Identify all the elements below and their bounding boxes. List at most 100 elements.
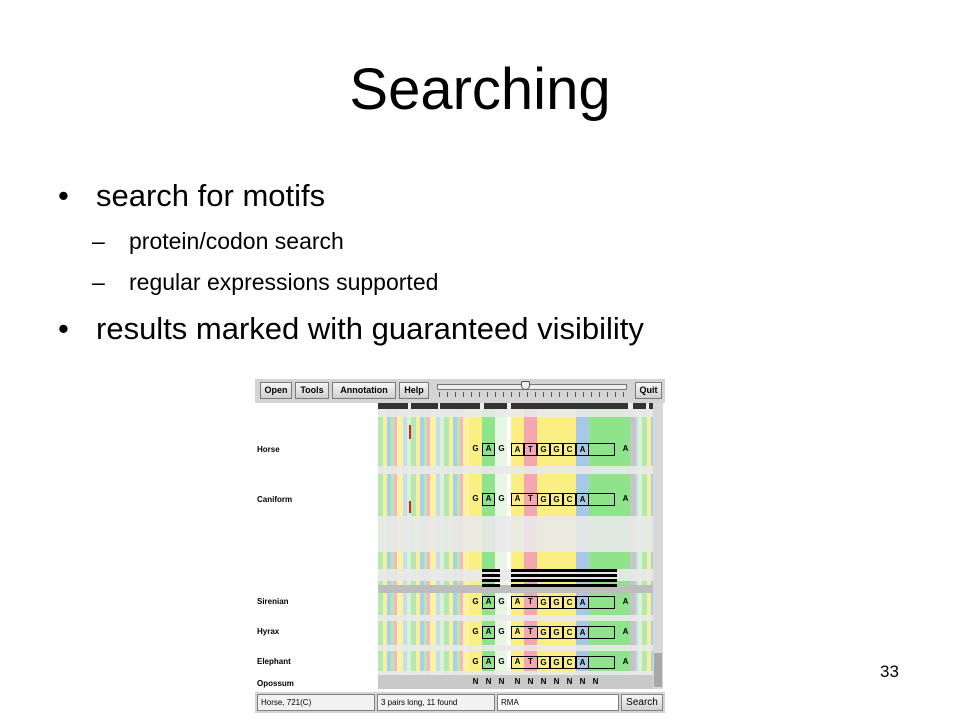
- vertical-scrollbar[interactable]: [653, 403, 663, 689]
- base: G: [537, 596, 550, 609]
- base: G: [472, 627, 479, 636]
- collapsed-line: [482, 569, 500, 572]
- bullet-search-motifs: •search for motifs: [58, 178, 325, 214]
- match-box: [482, 596, 495, 609]
- base: G: [537, 626, 550, 639]
- search-button[interactable]: Search: [621, 694, 663, 711]
- bullet-glyph: •: [58, 311, 69, 346]
- sequence-label-caniform[interactable]: Caniform: [257, 495, 293, 504]
- sequence-label-hyrax[interactable]: Hyrax: [257, 627, 280, 636]
- base: G: [550, 656, 563, 669]
- sub-bullet-regex: –regular expressions supported: [92, 268, 438, 296]
- bullet-text: results marked with guaranteed visibilit…: [96, 311, 644, 346]
- base: G: [550, 626, 563, 639]
- base: N: [566, 677, 573, 686]
- row-separator: [378, 516, 663, 552]
- base: G: [472, 657, 479, 666]
- base: C: [563, 656, 576, 669]
- scrollbar-thumb[interactable]: [654, 653, 662, 687]
- page-number: 33: [880, 662, 899, 681]
- base: G: [472, 494, 479, 503]
- base: C: [563, 443, 576, 456]
- match-box: [482, 493, 495, 506]
- base: A: [514, 494, 521, 503]
- base: G: [498, 494, 505, 503]
- base: N: [472, 677, 479, 686]
- dash-glyph: –: [92, 228, 105, 254]
- base: A: [622, 444, 629, 453]
- base: G: [550, 443, 563, 456]
- overview-gap: [646, 403, 649, 409]
- base: G: [537, 656, 550, 669]
- base: G: [498, 597, 505, 606]
- overview-gap: [628, 403, 633, 409]
- search-input[interactable]: RMA: [497, 694, 619, 711]
- position-readout: Horse, 721(C): [257, 694, 375, 711]
- sequence-label-sirenian[interactable]: Sirenian: [257, 597, 289, 606]
- zoom-slider-thumb[interactable]: [521, 381, 530, 390]
- base: T: [524, 443, 537, 456]
- base: G: [537, 443, 550, 456]
- collapsed-line: [511, 584, 617, 587]
- base: C: [563, 493, 576, 506]
- base: A: [485, 657, 492, 666]
- sub-bullet-text: protein/codon search: [129, 228, 344, 254]
- base: T: [528, 597, 533, 606]
- annotation-button[interactable]: Annotation: [332, 382, 396, 399]
- sub-bullet-protein-codon: –protein/codon search: [92, 227, 344, 255]
- toolbar: Open Tools Annotation Help Quit: [255, 379, 665, 403]
- collapsed-line: [511, 574, 617, 577]
- base: G: [550, 493, 563, 506]
- base: G: [472, 444, 479, 453]
- sequence-label-elephant[interactable]: Elephant: [257, 657, 291, 666]
- base: N: [592, 677, 599, 686]
- base: A: [622, 627, 629, 636]
- sub-bullet-text: regular expressions supported: [129, 269, 439, 295]
- base: A: [576, 596, 589, 609]
- base: A: [485, 597, 492, 606]
- collapsed-group-band: [378, 585, 663, 593]
- bullet-glyph: •: [58, 178, 69, 213]
- match-box: [482, 626, 495, 639]
- base: T: [528, 657, 533, 666]
- sequence-label-horse[interactable]: Horse: [257, 445, 280, 454]
- bullet-results-visibility: • results marked with guaranteed visibili…: [58, 311, 644, 347]
- base: A: [576, 626, 589, 639]
- open-button[interactable]: Open: [260, 382, 292, 399]
- overview-gap: [438, 403, 440, 409]
- alignment-viewer-window: Open Tools Annotation Help Quit Horse Ca…: [255, 379, 665, 713]
- base: G: [498, 444, 505, 453]
- row-separator: [378, 466, 663, 474]
- zoom-slider-track[interactable]: [437, 384, 627, 390]
- zoom-slider-ticks: [439, 392, 625, 397]
- alignment-canvas[interactable]: G A G A T G G C A A G A G A T G G C A A: [378, 403, 663, 689]
- position-marker: [409, 425, 411, 439]
- sequence-labels: Horse Caniform Sirenian Hyrax Elephant O…: [255, 403, 378, 689]
- help-button[interactable]: Help: [399, 382, 429, 399]
- position-marker: [409, 501, 411, 513]
- search-result-readout: 3 pairs long, 11 found: [377, 694, 495, 711]
- match-box: [482, 656, 495, 669]
- row-separator: [378, 409, 663, 417]
- base: A: [485, 627, 492, 636]
- base: C: [563, 596, 576, 609]
- overview-bar[interactable]: [378, 403, 663, 409]
- base: A: [485, 444, 492, 453]
- tools-button[interactable]: Tools: [295, 382, 329, 399]
- base: A: [514, 657, 521, 666]
- base: N: [498, 677, 505, 686]
- base: N: [553, 677, 560, 686]
- base: A: [622, 494, 629, 503]
- quit-button[interactable]: Quit: [635, 382, 662, 399]
- row-separator: [378, 615, 663, 621]
- base: G: [472, 597, 479, 606]
- base: G: [498, 657, 505, 666]
- sequence-label-opossum[interactable]: Opossum: [257, 679, 294, 688]
- base: N: [514, 677, 521, 686]
- base: N: [579, 677, 586, 686]
- base: T: [528, 494, 533, 503]
- overview-gap: [480, 403, 484, 409]
- status-bar: Horse, 721(C) 3 pairs long, 11 found RMA…: [255, 692, 665, 713]
- row-separator: [378, 671, 663, 675]
- base: A: [576, 656, 589, 669]
